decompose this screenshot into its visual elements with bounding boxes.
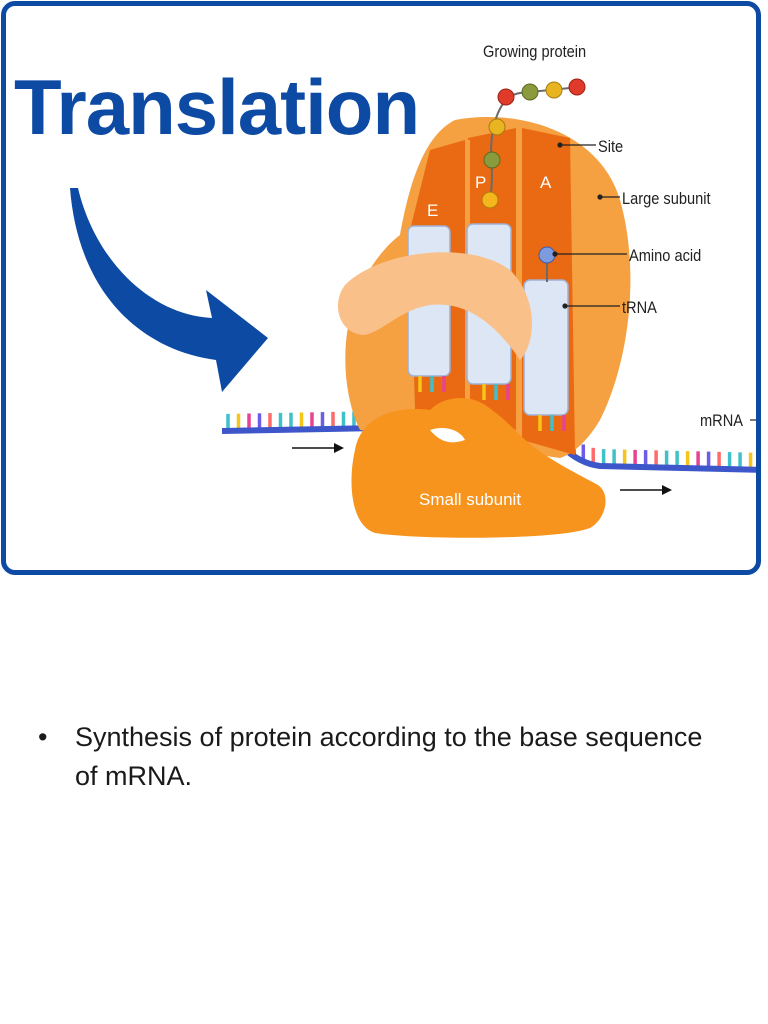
site-label-p: P (475, 173, 486, 192)
subunit-lobe (337, 252, 532, 360)
bullet-item: • Synthesis of protein according to the … (38, 718, 718, 796)
trna-label: tRNA (622, 299, 657, 317)
bullet-icon: • (38, 722, 48, 752)
mrna-label: mRNA (700, 412, 743, 430)
site-label-e: E (427, 201, 438, 220)
bullet-text: Synthesis of protein according to the ba… (75, 722, 703, 791)
small-subunit (351, 398, 606, 538)
large-subunit-label: Large subunit (622, 190, 711, 208)
translation-diagram: Translation E P A (14, 43, 756, 538)
label-leaders (552, 142, 756, 421)
site-label-a: A (540, 173, 552, 192)
trna-a (523, 279, 569, 416)
curved-arrow-icon (70, 188, 268, 392)
direction-arrow-right-icon (620, 485, 672, 495)
amino-acid-icon (538, 246, 556, 282)
amino-acid-label: Amino acid (629, 247, 701, 265)
growing-protein-chain (481, 78, 586, 209)
growing-protein-label: Growing protein (483, 43, 586, 61)
figure-frame: Translation E P A (1, 1, 761, 575)
site-label: Site (598, 138, 623, 156)
diagram-title: Translation (14, 63, 419, 151)
trna-anticodons (418, 376, 566, 431)
direction-arrow-left-icon (292, 443, 344, 453)
small-subunit-label: Small subunit (419, 490, 521, 509)
bullet-list: • Synthesis of protein according to the … (38, 718, 718, 796)
